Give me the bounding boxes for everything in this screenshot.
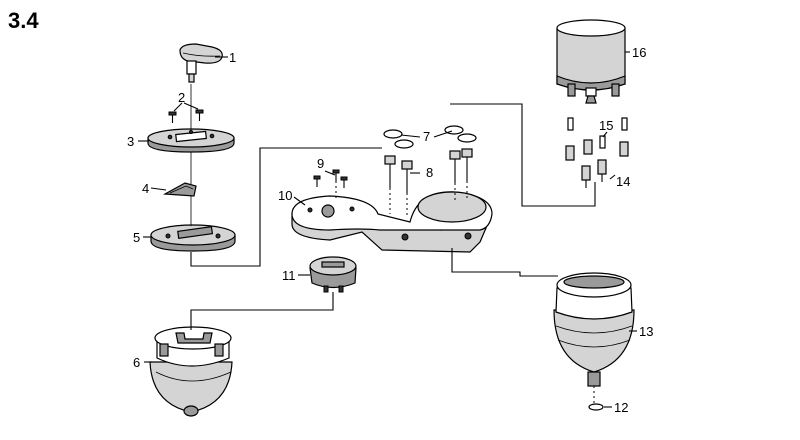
assembly-lines <box>190 84 596 404</box>
part-3-switch-plate <box>147 128 235 153</box>
callout-12: 12 <box>614 400 628 415</box>
callout-10: 10 <box>278 188 292 203</box>
part-15-bulbs <box>567 117 628 149</box>
part-4-spring <box>162 182 197 197</box>
callout-8: 8 <box>426 165 433 180</box>
figure-title: 3.4 <box>8 8 39 33</box>
part-16-gauge-body <box>556 19 626 104</box>
part-7-washers <box>383 125 477 149</box>
part-9-screws <box>313 169 348 188</box>
part-14-bulb-holders <box>565 139 629 188</box>
part-2-screws <box>168 109 204 123</box>
part-5-contact-plate <box>150 224 236 252</box>
part-10-bracket <box>291 191 493 253</box>
callout-15: 15 <box>599 118 613 133</box>
part-11-switch-body <box>309 256 357 293</box>
callout-1: 1 <box>229 50 236 65</box>
callout-14: 14 <box>616 174 630 189</box>
callout-7: 7 <box>423 129 430 144</box>
part-1-knob <box>179 43 223 83</box>
callout-2: 2 <box>178 90 185 105</box>
callout-6: 6 <box>133 355 140 370</box>
callout-4: 4 <box>142 181 149 196</box>
part-6-lower-housing <box>149 326 233 417</box>
callout-5: 5 <box>133 230 140 245</box>
part-8-bolts <box>384 148 473 193</box>
callout-3: 3 <box>127 134 134 149</box>
part-12-o-ring <box>588 403 604 411</box>
callout-16: 16 <box>632 45 646 60</box>
callout-labels: 1 2 3 4 5 6 7 8 9 10 11 12 13 14 15 16 <box>127 45 653 415</box>
part-13-gauge-cup <box>553 272 635 387</box>
callout-13: 13 <box>639 324 653 339</box>
callout-9: 9 <box>317 156 324 171</box>
leader-lines <box>138 51 637 408</box>
callout-11: 11 <box>282 268 296 283</box>
